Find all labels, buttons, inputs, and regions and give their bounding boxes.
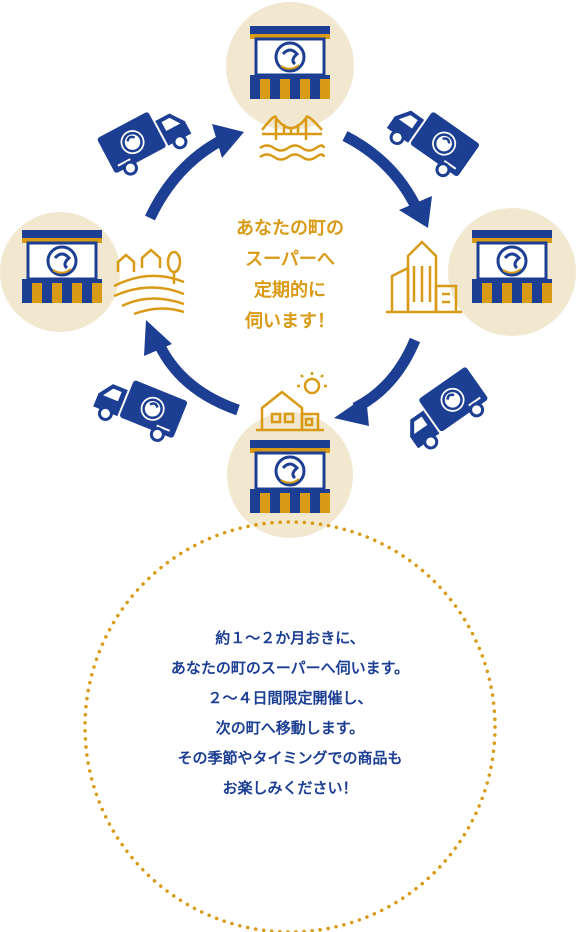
center-message: あなたの町の スーパーへ 定期的に 伺います！: [190, 213, 390, 337]
info-message-line: 約１～２か月おきに、: [215, 629, 365, 647]
city-buildings-icon: [386, 240, 462, 314]
cycle-arrow-head: [334, 396, 369, 426]
house-sun-icon: [256, 372, 327, 432]
cycle-arrow-head: [399, 196, 432, 228]
farm-fields-icon: [113, 248, 185, 316]
info-circle-outline: [83, 520, 497, 932]
bridge-icon: [259, 115, 326, 161]
info-message: 約１～２か月おきに、 あなたの町のスーパーへ伺います。 ２～４日間限定開催し、 …: [110, 623, 470, 803]
cycle-arrow-head: [212, 124, 244, 158]
center-message-line: 定期的に: [254, 280, 326, 301]
center-message-line: スーパーへ: [245, 249, 335, 270]
market-stall-icon: [20, 228, 104, 305]
center-message-line: あなたの町の: [236, 218, 344, 239]
market-stall-icon: [248, 24, 332, 101]
market-stall-icon: [470, 228, 554, 305]
info-message-line: ２～４日間限定開催し、: [207, 689, 373, 707]
cycle-arrow-head: [144, 320, 172, 356]
delivery-truck-icon: [393, 364, 495, 457]
info-message-line: あなたの町のスーパーへ伺います。: [170, 659, 410, 677]
center-message-line: 伺います！: [245, 311, 335, 332]
info-message-line: お楽しみください！: [222, 779, 358, 797]
market-stall-icon: [248, 438, 332, 515]
info-message-line: 次の町へ移動します。: [215, 719, 365, 737]
info-message-line: その季節やタイミングでの商品も: [177, 749, 403, 767]
delivery-truck-icon: [88, 367, 190, 448]
